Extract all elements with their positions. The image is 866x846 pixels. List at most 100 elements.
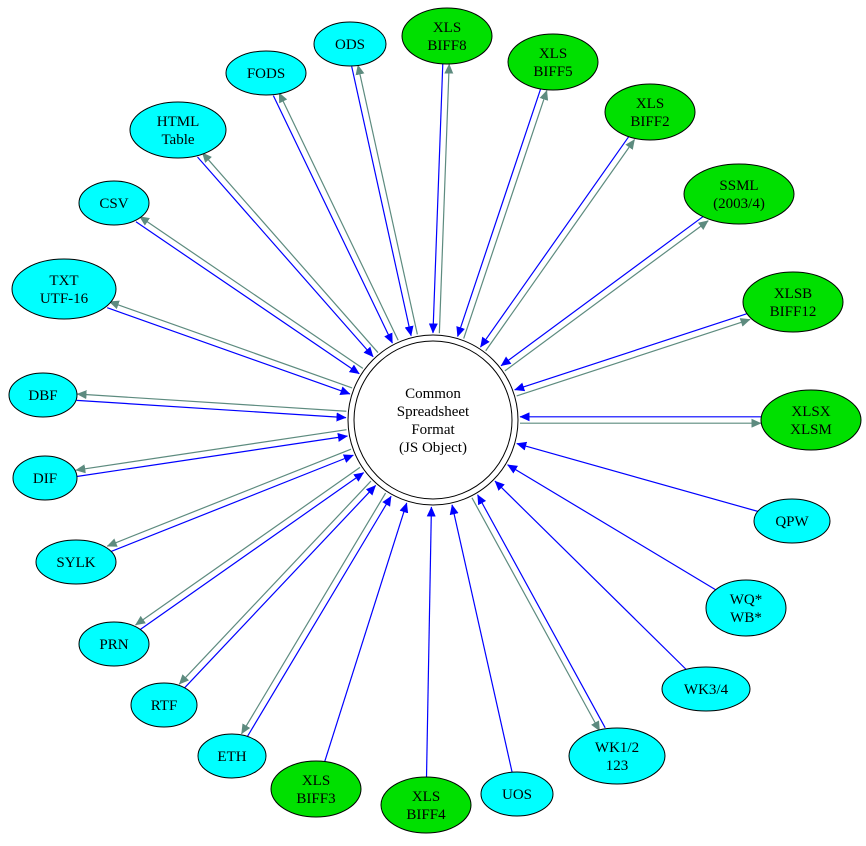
node-txt-utf16-shape — [11, 258, 117, 320]
node-csv: CSV — [78, 180, 150, 226]
edge-prn-to-center — [138, 472, 365, 631]
edge-qpw-to-center — [516, 441, 758, 512]
node-prn-shape — [78, 621, 150, 667]
edge-eth-from-center — [241, 492, 387, 735]
node-fods: FODS — [225, 50, 307, 96]
edge-fods-to-center — [272, 95, 393, 344]
edge-xls-biff4-to-center — [425, 506, 436, 778]
node-csv-shape — [78, 180, 150, 226]
edge-rtf-from-center — [178, 480, 372, 685]
node-dbf-shape — [8, 372, 78, 418]
edge-xls-biff2-from-center — [485, 139, 636, 352]
node-prn: PRN — [78, 621, 150, 667]
node-xls-biff8-shape — [401, 7, 493, 65]
edge-dif-from-center — [75, 429, 347, 474]
center-node-inner-ring — [353, 340, 513, 500]
node-xls-biff5-shape — [507, 33, 599, 91]
node-qpw-label: QPW — [775, 514, 809, 530]
edge-wk34-to-center — [494, 480, 687, 670]
edge-ssml-to-center — [500, 215, 705, 367]
node-ssml-shape — [683, 163, 795, 225]
node-qpw-shape — [753, 498, 831, 544]
node-csv-label: CSV — [99, 196, 128, 212]
node-ssml: SSML(2003/4) — [683, 163, 795, 225]
edge-xlsb-biff12-from-center — [516, 318, 751, 397]
node-uos-shape — [480, 771, 554, 817]
node-ods-label: ODS — [335, 37, 365, 53]
edge-txt-utf16-from-center — [108, 300, 353, 389]
node-rtf-shape — [130, 682, 198, 728]
edge-xls-biff8-from-center — [438, 63, 454, 334]
node-html-table-shape — [129, 101, 227, 159]
node-eth-shape — [197, 733, 267, 779]
edge-txt-utf16-to-center — [107, 307, 351, 395]
node-fods-label: FODS — [247, 66, 285, 82]
node-rtf: RTF — [130, 682, 198, 728]
edge-ods-from-center — [355, 64, 418, 335]
node-xls-biff4-shape — [380, 776, 472, 834]
node-wk34-label: WK3/4 — [684, 682, 729, 698]
node-wk34-shape — [661, 666, 751, 712]
edge-prn-from-center — [135, 466, 361, 626]
edge-dif-to-center — [76, 432, 348, 478]
node-fods-shape — [225, 50, 307, 96]
edge-rtf-to-center — [183, 485, 377, 689]
edge-html-table-to-center — [197, 156, 374, 358]
edge-xls-biff8-to-center — [428, 63, 444, 334]
node-sylk-label: SYLK — [56, 555, 95, 571]
node-sylk: SYLK — [35, 539, 117, 585]
edge-html-table-from-center — [201, 152, 379, 353]
edge-dbf-to-center — [76, 399, 347, 422]
node-uos: UOS — [480, 771, 554, 817]
node-qpw: QPW — [753, 498, 831, 544]
node-ods-shape — [313, 21, 387, 67]
node-sylk-shape — [35, 539, 117, 585]
edge-xls-biff5-from-center — [463, 89, 549, 339]
node-eth: ETH — [197, 733, 267, 779]
edge-uos-to-center — [449, 504, 513, 773]
node-prn-label: PRN — [99, 637, 128, 653]
edge-csv-to-center — [135, 221, 360, 375]
edge-ssml-from-center — [504, 220, 709, 372]
edge-csv-from-center — [139, 216, 364, 369]
edge-xls-biff2-to-center — [480, 135, 630, 348]
node-uos-label: UOS — [502, 787, 532, 803]
edge-xls-biff3-to-center — [324, 502, 409, 762]
edge-sylk-from-center — [106, 448, 352, 547]
node-ods: ODS — [313, 21, 387, 67]
edge-wq-wb-to-center — [507, 464, 716, 591]
node-wk34: WK3/4 — [661, 666, 751, 712]
node-dbf: DBF — [8, 372, 78, 418]
node-eth-label: ETH — [217, 749, 246, 765]
node-dif-label: DIF — [33, 471, 57, 487]
node-xlsx-xlsm-shape — [760, 389, 862, 451]
node-xlsb-biff12-shape — [742, 271, 844, 333]
edge-dbf-from-center — [76, 390, 347, 412]
edge-wk12-123-from-center — [471, 497, 601, 732]
node-dbf-label: DBF — [28, 388, 57, 404]
node-dif: DIF — [12, 455, 78, 501]
node-wq-wb-shape — [705, 579, 787, 637]
node-wk12-123-shape — [568, 727, 666, 785]
edge-eth-to-center — [246, 495, 392, 738]
